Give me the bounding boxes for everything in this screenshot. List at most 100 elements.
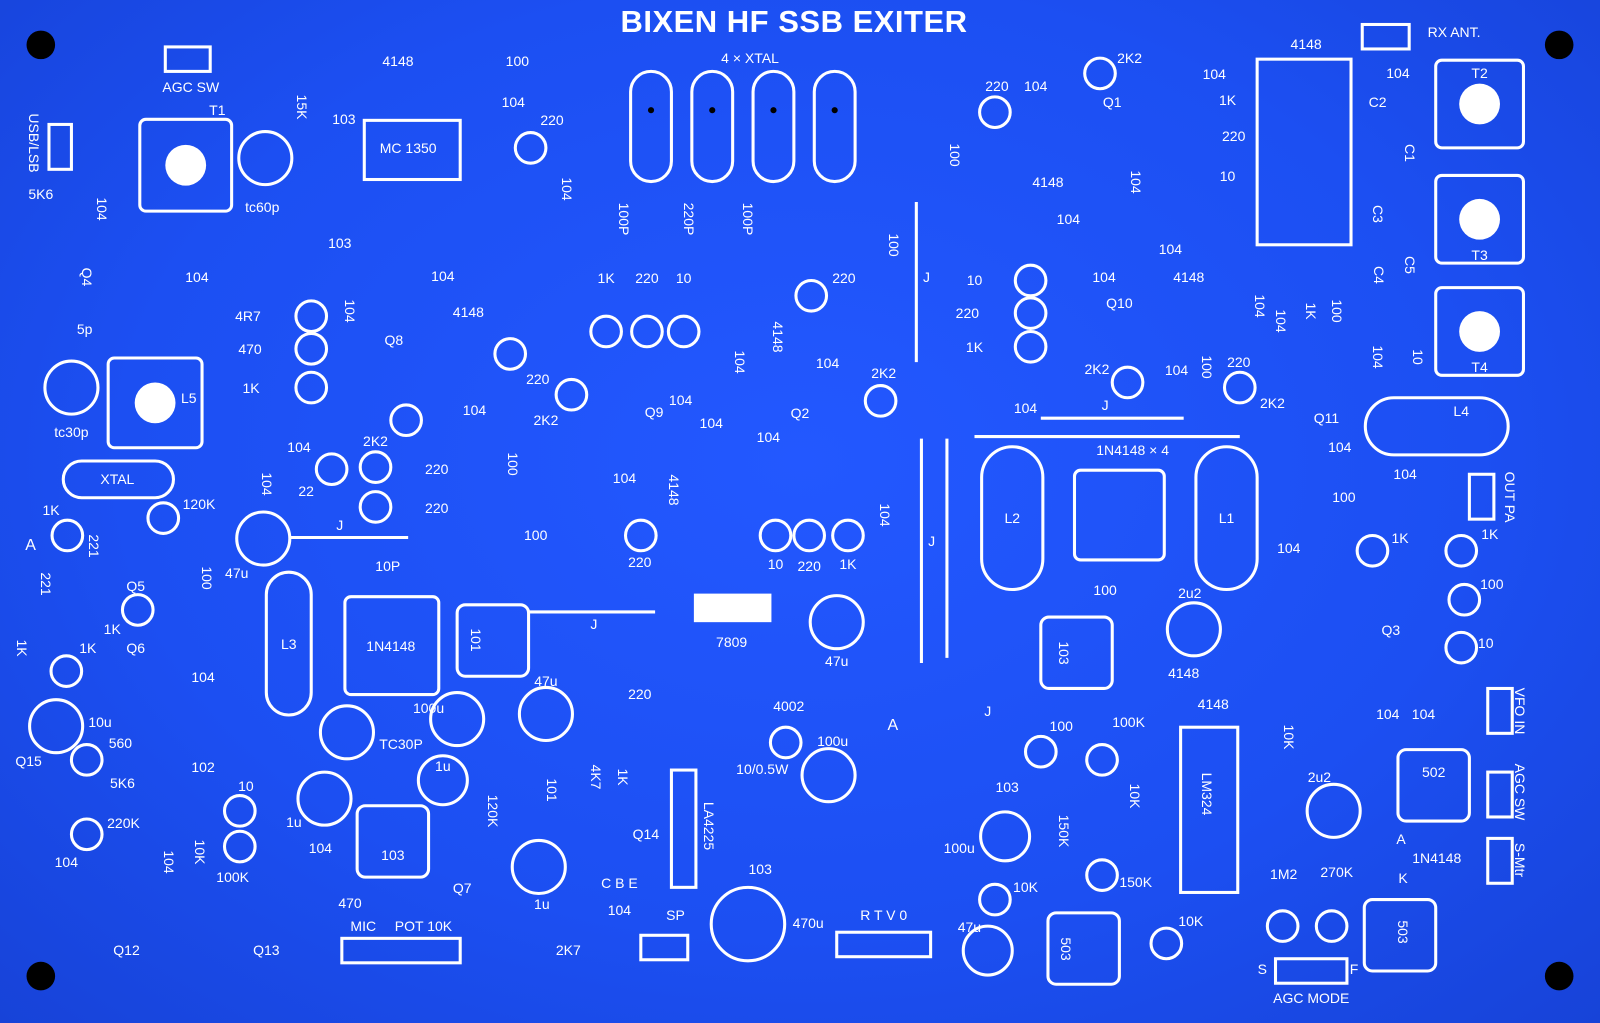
component-footprint xyxy=(69,817,104,852)
component-label: A xyxy=(25,536,36,554)
component-footprint xyxy=(513,131,548,165)
coil-outline xyxy=(1434,173,1525,265)
component-label: 104 xyxy=(1252,294,1269,318)
component-label: 100 xyxy=(1332,488,1356,505)
component-label: 220P xyxy=(680,202,697,236)
component-footprint xyxy=(222,794,257,828)
component-label: 220 xyxy=(628,553,652,570)
component-label: F xyxy=(1349,960,1359,977)
trimmer-capacitor xyxy=(43,359,100,416)
component-label: 100 xyxy=(885,233,902,257)
component-label: 47u xyxy=(825,652,849,669)
pad xyxy=(831,107,838,114)
component-label: 1K xyxy=(1391,529,1409,546)
component-label: Q14 xyxy=(632,826,660,843)
trimmer-slug xyxy=(1459,198,1500,240)
component-label: 270K xyxy=(1320,864,1354,881)
component-label: 4148 xyxy=(769,321,786,353)
component-label: 103 xyxy=(381,846,405,863)
component-label: 103 xyxy=(328,234,352,251)
component-label: Q2 xyxy=(790,405,810,422)
component-label: 104 xyxy=(612,470,637,487)
electrolytic-capacitor xyxy=(979,810,1032,863)
component-label: 10 xyxy=(767,556,784,573)
inductor-l4-outline xyxy=(1363,396,1510,457)
component-label: 100 xyxy=(947,143,964,167)
component-footprint xyxy=(222,829,257,864)
component-label: 1K xyxy=(615,768,632,786)
component-label: J xyxy=(923,269,931,286)
component-label: 1K xyxy=(965,338,984,355)
header-connector xyxy=(835,930,933,959)
component-footprint xyxy=(554,377,589,412)
component-label: L5 xyxy=(180,389,197,406)
component-label: POT 10K xyxy=(394,918,453,935)
component-label: 7809 xyxy=(716,633,748,650)
trimmer-slug xyxy=(1459,311,1500,352)
component-label: 2K2 xyxy=(363,432,388,449)
component-footprint xyxy=(146,501,181,535)
component-footprint xyxy=(1085,858,1119,892)
ic-lm324-outline xyxy=(1179,725,1240,894)
component-label: 1K xyxy=(1303,302,1320,320)
component-footprint xyxy=(1083,56,1117,91)
electrolytic-capacitor xyxy=(517,685,574,743)
component-label: 10/0.5W xyxy=(736,761,789,778)
component-label: Q4 xyxy=(78,268,95,287)
component-label: 220 xyxy=(797,558,821,575)
component-label: 104 xyxy=(94,197,111,221)
component-footprint xyxy=(314,452,349,487)
trimmer-slug xyxy=(134,382,176,424)
component-label: 4148 xyxy=(666,473,683,506)
component-label: 100 xyxy=(1199,355,1216,379)
component-label: 2K2 xyxy=(533,412,559,429)
component-label: L1 xyxy=(1218,510,1235,527)
coil-outline xyxy=(138,117,234,213)
component-label: C1 xyxy=(1402,144,1419,162)
component-label: 560 xyxy=(108,734,133,751)
component-label: 4148 xyxy=(1173,269,1205,286)
header-connector xyxy=(1486,770,1514,819)
component-label: 104 xyxy=(1013,399,1038,416)
header-connector xyxy=(1273,957,1349,985)
component-label: Q12 xyxy=(113,941,140,958)
component-footprint xyxy=(358,450,393,484)
component-label: 104 xyxy=(1164,362,1189,379)
component-label: 220 xyxy=(985,77,1009,94)
component-label: Q7 xyxy=(452,880,472,897)
component-label: 104 xyxy=(342,299,358,323)
component-label: 104 xyxy=(161,850,178,874)
trimmer-pot xyxy=(355,804,431,879)
component-footprint xyxy=(1149,926,1184,961)
component-label: 1K xyxy=(242,379,260,396)
component-label: 104 xyxy=(1277,539,1301,556)
component-label: 1u xyxy=(286,814,302,831)
component-label: Q10 xyxy=(1106,294,1133,311)
component-label: 220 xyxy=(832,270,856,287)
component-label: 1M2 xyxy=(1270,866,1298,883)
component-label: 502 xyxy=(1421,764,1446,781)
component-footprint xyxy=(1013,329,1048,364)
component-label: Q13 xyxy=(253,941,280,958)
component-label: J xyxy=(590,616,598,633)
component-label: A xyxy=(1396,831,1406,848)
component-label: 150K xyxy=(1056,814,1073,848)
component-label: Q15 xyxy=(15,752,42,769)
component-label: 120K xyxy=(484,794,501,828)
component-label: 104 xyxy=(501,93,525,110)
component-label: Q1 xyxy=(1102,93,1122,110)
mounting-hole xyxy=(26,30,56,60)
component-label: 101 xyxy=(544,778,561,803)
component-label: TC30P xyxy=(379,735,423,752)
component-label: 10u xyxy=(88,714,112,731)
component-label: Q3 xyxy=(1381,622,1401,639)
component-label: 100P xyxy=(616,202,633,236)
electrolytic-capacitor xyxy=(1165,601,1222,658)
component-footprint xyxy=(666,314,701,349)
component-footprint xyxy=(1023,734,1058,769)
component-label: VFO IN xyxy=(1512,687,1529,735)
component-label: 10K xyxy=(192,839,208,865)
component-label: 1K xyxy=(1218,91,1237,108)
component-footprint xyxy=(493,337,528,371)
component-label: XTAL xyxy=(100,471,135,488)
